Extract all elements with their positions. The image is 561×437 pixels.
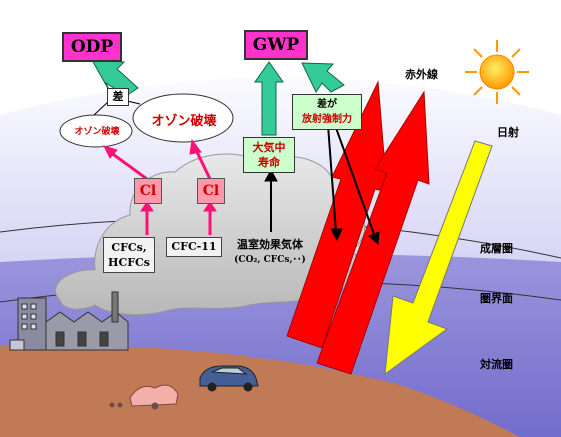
cl-left-box: Cl	[134, 178, 162, 204]
cfcs-line1: CFCs,	[111, 241, 147, 254]
gwp-box: GWP	[244, 30, 308, 60]
gwp-arrow-1	[254, 61, 284, 136]
troposphere-label: 対流圏	[480, 358, 513, 371]
ghg-line1: 温室効果気体	[237, 238, 303, 251]
solar-arrow	[384, 140, 493, 376]
factory	[9, 291, 129, 351]
cfc11-box: CFC-11	[166, 237, 222, 257]
car	[199, 365, 259, 392]
ozone-small-label: オゾン破壊	[74, 127, 120, 137]
cfcs-line2: HCFCs	[108, 256, 150, 269]
gwp-arrow-2	[301, 62, 345, 94]
tropopause-label: 圏界面	[480, 292, 513, 305]
ghg-line2: (CO₂, CFCs,･･)	[234, 255, 306, 265]
solar-label: 日射	[497, 126, 519, 139]
infrared-arrow-1	[286, 80, 388, 349]
cl-right-box: Cl	[197, 178, 225, 204]
forcing-lines	[327, 124, 380, 246]
wrecked-car	[109, 384, 179, 410]
pink-arrows	[103, 138, 217, 235]
diff-label: 差	[107, 88, 129, 106]
ghg-arrow	[264, 168, 278, 232]
lifetime-line1: 大気中	[252, 141, 286, 154]
earth-surface	[0, 345, 520, 437]
ozone-ellipse-big	[132, 93, 234, 143]
odp-box: ODP	[62, 32, 122, 62]
lifetime-line2: 寿命	[258, 156, 280, 169]
cfcs-box: CFCs, HCFCs	[103, 237, 155, 273]
infrared-label: 赤外線	[405, 68, 438, 81]
ozone-big-label: オゾン破壊	[151, 114, 217, 129]
forcing-box: 差が 放射強制力	[292, 94, 362, 130]
forcing-line2: 放射強制力	[302, 114, 352, 125]
lifetime-box: 大気中 寿命	[243, 137, 295, 173]
sun	[465, 40, 529, 104]
forcing-line1: 差が	[317, 99, 337, 110]
ozone-ellipse-small	[59, 114, 133, 148]
stratosphere-label: 成層圏	[480, 242, 513, 255]
